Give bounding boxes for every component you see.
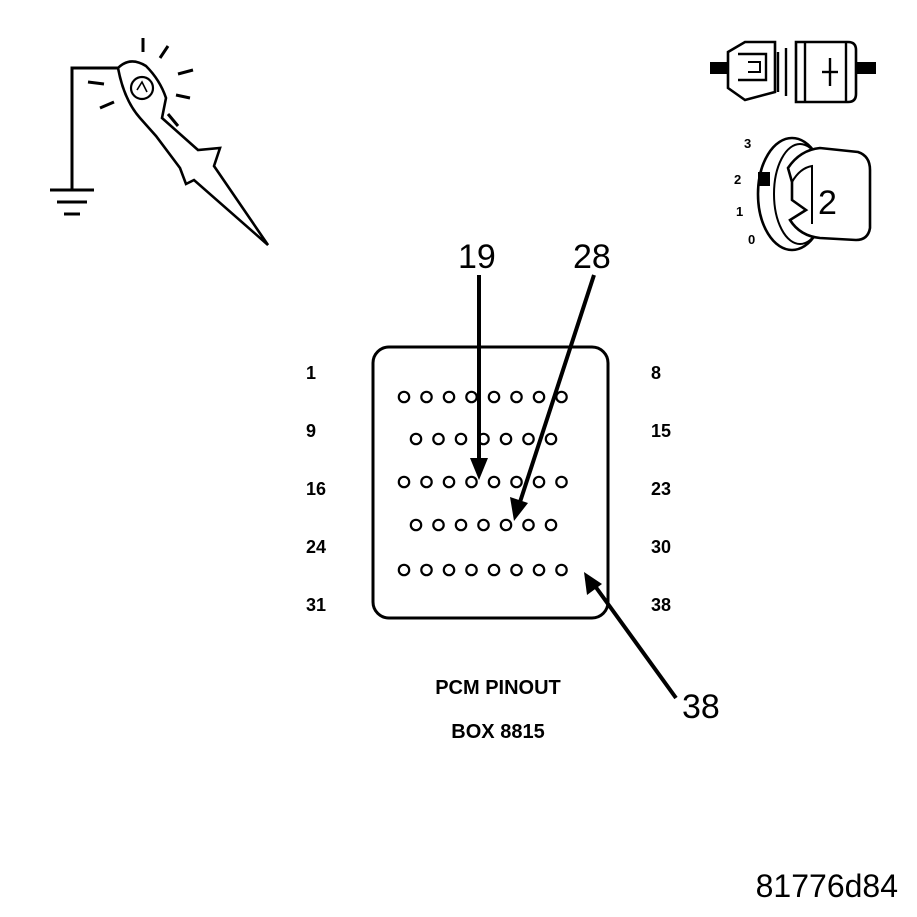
row-label-left-1: 1 bbox=[306, 363, 316, 383]
pin-11 bbox=[454, 432, 468, 446]
row-label-right-4: 30 bbox=[651, 537, 671, 557]
row-label-left-4: 24 bbox=[306, 537, 326, 557]
callout-label-28: 28 bbox=[573, 238, 611, 276]
pin-2 bbox=[420, 390, 433, 404]
pin-28 bbox=[499, 518, 513, 532]
pin-1 bbox=[397, 390, 411, 404]
dial-mark-1: 1 bbox=[736, 204, 743, 219]
pin-15 bbox=[544, 432, 558, 446]
pin-20 bbox=[487, 475, 501, 489]
pin-4 bbox=[465, 390, 478, 404]
pin-21 bbox=[510, 475, 523, 489]
row-label-left-3: 16 bbox=[306, 479, 326, 499]
pin-14 bbox=[522, 432, 535, 446]
pin-23 bbox=[555, 475, 568, 489]
pin-35 bbox=[487, 563, 501, 577]
callout-arrow-38 bbox=[584, 572, 678, 700]
dial-mark-3: 3 bbox=[744, 136, 751, 151]
row-label-left-5: 31 bbox=[306, 595, 326, 615]
caption-subtitle: BOX 8815 bbox=[451, 721, 544, 743]
pin-5 bbox=[487, 390, 501, 404]
callout-label-38: 38 bbox=[682, 688, 720, 726]
pin-27 bbox=[477, 518, 490, 532]
ignition-position-label: 2 bbox=[818, 184, 837, 222]
connector-pins bbox=[397, 390, 568, 577]
pin-29 bbox=[522, 518, 535, 532]
dial-mark-2: 2 bbox=[734, 172, 741, 187]
pin-22 bbox=[532, 475, 546, 489]
row-label-right-3: 23 bbox=[651, 479, 671, 499]
row-label-right-1: 8 bbox=[651, 363, 661, 383]
pin-10 bbox=[432, 432, 445, 446]
pin-32 bbox=[420, 563, 433, 577]
pin-3 bbox=[442, 390, 456, 404]
pin-38 bbox=[555, 563, 568, 577]
pin-30 bbox=[544, 518, 558, 532]
callout-label-19: 19 bbox=[458, 238, 496, 276]
pin-16 bbox=[397, 475, 411, 489]
ignition-key-icon: 3 2 1 0 2 bbox=[734, 136, 872, 252]
pin-7 bbox=[532, 390, 546, 404]
pin-9 bbox=[409, 432, 423, 446]
pin-8 bbox=[555, 390, 568, 404]
figure-id: 81776d84 bbox=[756, 868, 898, 904]
pin-25 bbox=[432, 518, 445, 532]
pin-36 bbox=[510, 563, 523, 577]
dial-mark-0: 0 bbox=[748, 232, 755, 247]
row-label-right-2: 15 bbox=[651, 421, 671, 441]
pin-26 bbox=[454, 518, 468, 532]
pin-13 bbox=[499, 432, 513, 446]
row-label-left-2: 9 bbox=[306, 421, 316, 441]
row-label-right-5: 38 bbox=[651, 595, 671, 615]
pin-24 bbox=[409, 518, 423, 532]
pin-17 bbox=[420, 475, 433, 489]
grounded-test-light-icon bbox=[50, 38, 270, 246]
pin-33 bbox=[442, 563, 456, 577]
pin-19 bbox=[465, 475, 478, 489]
pin-18 bbox=[442, 475, 456, 489]
pin-37 bbox=[532, 563, 546, 577]
caption-title: PCM PINOUT bbox=[435, 677, 561, 699]
pin-34 bbox=[465, 563, 478, 577]
pin-31 bbox=[397, 563, 411, 577]
pin-6 bbox=[510, 390, 523, 404]
ground-symbol-icon bbox=[50, 66, 118, 216]
callout-arrow-19 bbox=[470, 275, 488, 480]
callout-arrow-28 bbox=[510, 274, 596, 521]
disconnected-connector-icon bbox=[710, 40, 876, 104]
